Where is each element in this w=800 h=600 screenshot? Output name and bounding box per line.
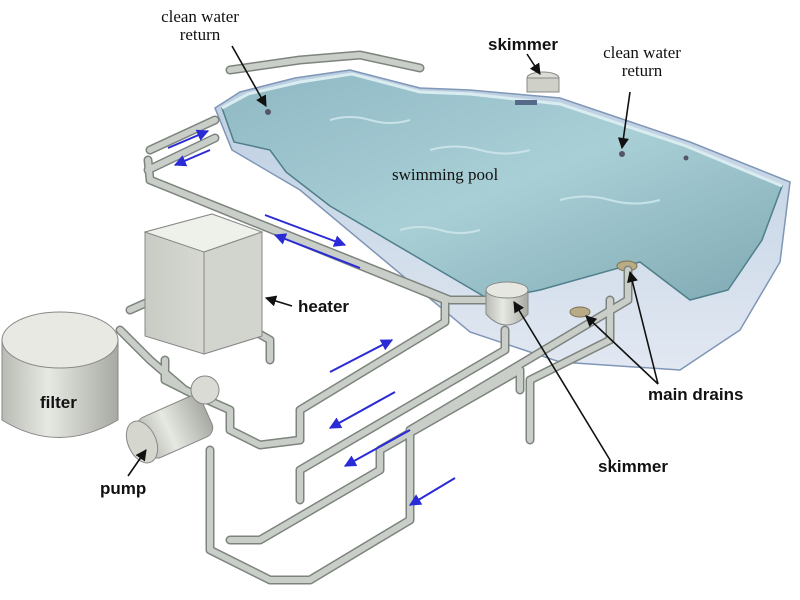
flow-arrow xyxy=(408,477,456,506)
heater-label: heater xyxy=(298,297,350,316)
label-line: return xyxy=(621,61,663,80)
return-inlet-left xyxy=(265,109,271,115)
pool-water-surface xyxy=(221,73,783,301)
main-drains-label: main drains xyxy=(648,385,744,404)
pointer-pump xyxy=(127,449,147,477)
pool-rim xyxy=(221,72,783,188)
main-drain-2 xyxy=(569,306,591,318)
pointer-clean-return-left xyxy=(231,45,267,107)
heater-unit xyxy=(143,213,264,355)
skimmer-bottom-unit xyxy=(485,281,529,326)
ripple xyxy=(329,116,411,124)
flow-arrow xyxy=(264,214,347,247)
pump-label: pump xyxy=(100,479,147,498)
plumbing xyxy=(115,50,633,585)
skimmer-top-body xyxy=(526,77,560,93)
skimmer-bottom-label: skimmer xyxy=(598,457,668,476)
flow-arrow xyxy=(343,429,411,467)
flow-arrow xyxy=(167,129,210,149)
pointer-main-drain-2 xyxy=(585,315,659,385)
ripple xyxy=(429,145,531,155)
skimmer-opening xyxy=(515,100,537,105)
return-inlet xyxy=(683,155,689,161)
swimming-pool-label: swimming pool xyxy=(392,165,499,184)
clean-water-return-left-label: clean water return xyxy=(140,8,260,43)
label-line: return xyxy=(179,25,221,44)
pool xyxy=(214,69,791,371)
filter-unit xyxy=(1,311,119,438)
ripple xyxy=(399,226,481,234)
pointer-heater xyxy=(264,295,293,307)
flow-arrow xyxy=(273,233,361,269)
skimmer-top-label: skimmer xyxy=(488,35,558,54)
label-pointers xyxy=(127,45,659,477)
ripple xyxy=(559,195,661,205)
flow-arrow xyxy=(328,391,396,429)
pointer-skimmer-top xyxy=(526,53,541,75)
pointer-main-drain-1 xyxy=(627,270,659,385)
flow-arrow xyxy=(173,149,211,167)
filter-label: filter xyxy=(40,393,77,412)
flow-arrows xyxy=(167,129,456,506)
flow-arrow xyxy=(329,339,394,373)
pointer-clean-return-right xyxy=(617,91,631,150)
return-inlet-right xyxy=(619,151,625,157)
label-line: clean water xyxy=(161,7,239,26)
pointer-skimmer-bottom xyxy=(513,301,611,461)
label-line: clean water xyxy=(603,43,681,62)
clean-water-return-right-label: clean water return xyxy=(582,44,702,79)
pump-unit xyxy=(125,375,220,464)
